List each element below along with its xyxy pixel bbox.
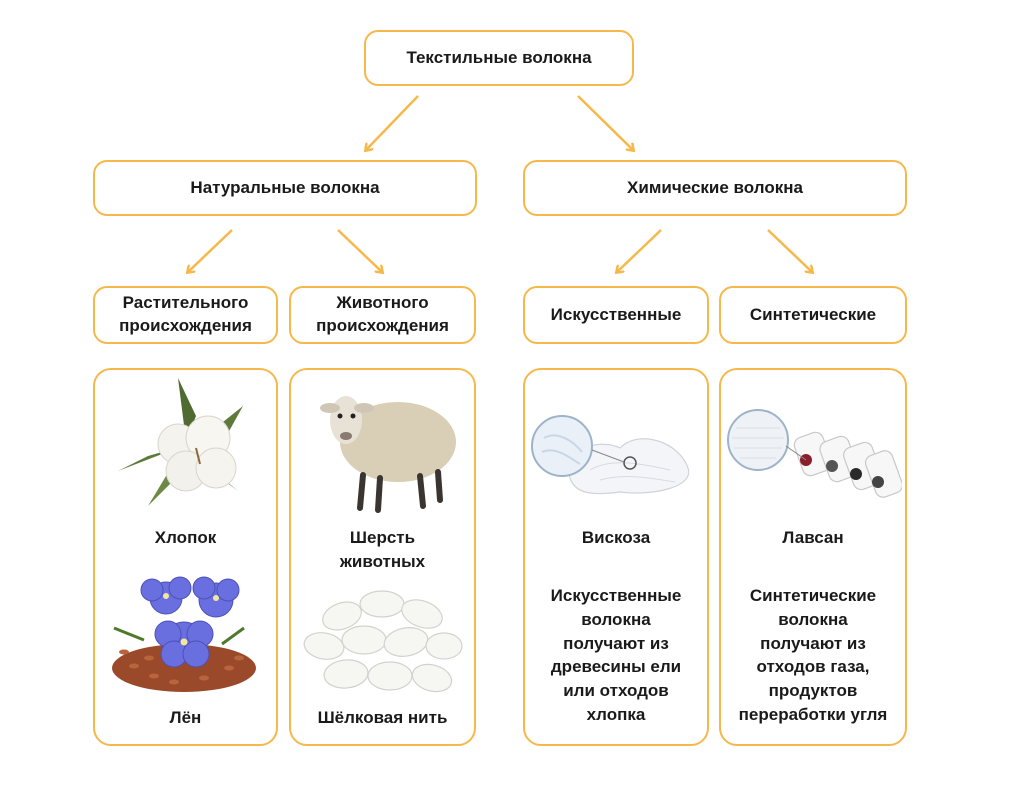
artificial-description: Искусственные волокна получают из древес… xyxy=(523,584,709,727)
arrow-chemical-synthetic xyxy=(767,229,812,272)
animal-box: Животного происхождения xyxy=(289,286,476,344)
root-label: Текстильные волокна xyxy=(406,47,592,67)
artificial-desc-line1: Искусственные xyxy=(550,586,682,605)
cotton-label: Хлопок xyxy=(154,528,217,547)
synthetic-desc-line4: отходов газа, xyxy=(756,657,870,677)
artificial-desc-line2: волокна xyxy=(581,609,651,629)
viscose-image xyxy=(531,415,690,495)
synthetic-desc-line2: волокна xyxy=(778,609,848,629)
animal-label-line2: происхождения xyxy=(316,316,449,335)
sheep-image xyxy=(320,396,456,513)
synthetic-desc-line5: продуктов xyxy=(768,681,858,701)
arrow-root-natural xyxy=(366,95,419,150)
animal-label-line1: Животного xyxy=(336,293,429,313)
arrow-natural-animal xyxy=(337,229,382,272)
flax-image xyxy=(112,576,256,692)
plant-box: Растительного происхождения xyxy=(93,286,278,344)
synthetic-card xyxy=(719,368,907,746)
artificial-desc-line4: древесины ели xyxy=(550,657,682,677)
wool-label: Шерсть животных xyxy=(289,526,476,574)
silk-label: Шёлковая нить xyxy=(317,708,448,727)
chemical-box: Химические волокна xyxy=(523,160,907,216)
artificial-desc-line5: или отходов xyxy=(563,681,669,701)
synthetic-desc-line3: получают из xyxy=(760,633,866,653)
chemical-label: Химические волокна xyxy=(627,177,803,197)
synthetic-description: Синтетические волокна получают из отходо… xyxy=(719,584,907,727)
viscose-label: Вискоза xyxy=(581,528,651,547)
natural-box: Натуральные волокна xyxy=(93,160,477,216)
synthetic-label: Синтетические xyxy=(749,304,877,324)
natural-label: Натуральные волокна xyxy=(190,177,380,197)
synthetic-desc-line6: переработки угля xyxy=(738,704,888,724)
wool-label-line1: Шерсть xyxy=(349,528,416,547)
cotton-image xyxy=(118,378,243,506)
arrow-chemical-artificial xyxy=(617,229,662,272)
artificial-box: Искусственные xyxy=(523,286,709,344)
plant-label-line2: происхождения xyxy=(119,316,252,335)
synthetic-box: Синтетические xyxy=(719,286,907,344)
root-box: Текстильные волокна xyxy=(364,30,634,86)
wool-label-line2: животных xyxy=(339,551,426,571)
lavsan-image xyxy=(727,409,902,498)
plant-label-line1: Растительного xyxy=(122,293,249,313)
arrow-natural-plant xyxy=(188,229,233,272)
artificial-label: Искусственные xyxy=(550,304,682,324)
arrow-root-chemical xyxy=(577,95,633,150)
artificial-desc-line6: хлопка xyxy=(586,704,646,724)
synthetic-desc-line1: Синтетические xyxy=(749,586,877,605)
artificial-desc-line3: получают из xyxy=(563,633,669,653)
lavsan-label: Лавсан xyxy=(782,528,844,547)
flax-label: Лён xyxy=(169,708,202,727)
cocoons-image xyxy=(303,590,463,693)
